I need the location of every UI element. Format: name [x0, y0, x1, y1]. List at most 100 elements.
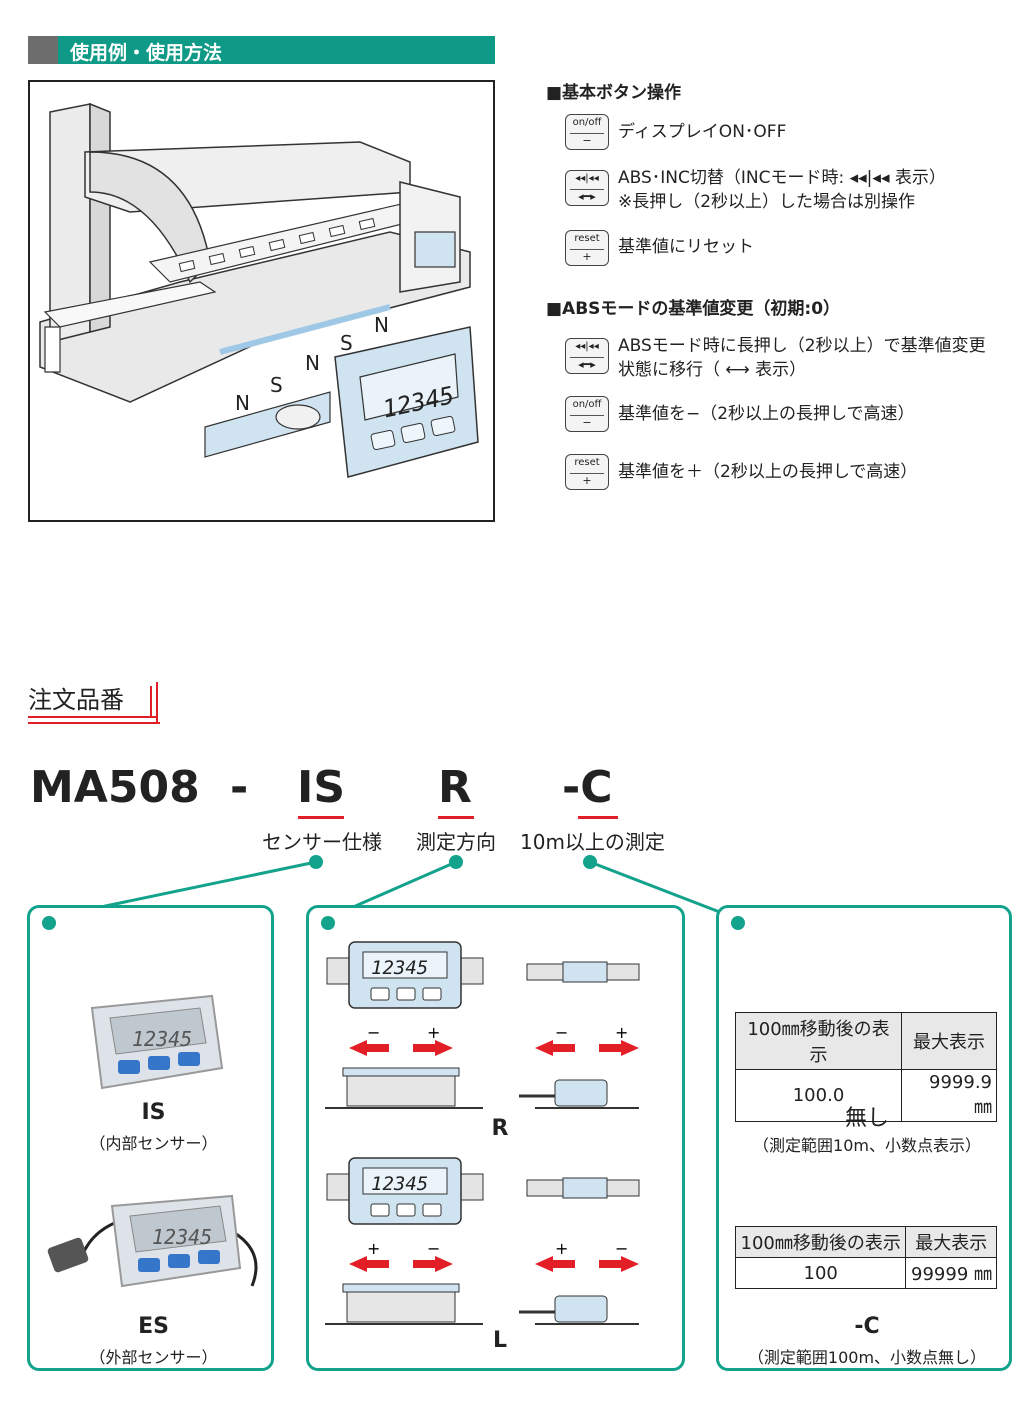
table1-header-2: 最大表示: [901, 1012, 997, 1070]
order-title-text: 注文品番: [28, 686, 124, 714]
absinc-key-icon: ◂◂|◂◂ ◂━▸: [565, 338, 609, 374]
sensor-underline: [298, 816, 344, 819]
c-option-panel: 100㎜移動後の表示 最大表示 100.0 9999.9 ㎜ 無し （測定範囲1…: [716, 905, 1012, 1371]
onoff-key-icon: on/off −: [565, 114, 609, 150]
order-title: 注文品番: [28, 680, 124, 715]
direction-panel: 12345 − + − + R 12345 + − + −: [306, 905, 685, 1371]
c-caption: 10m以上の測定: [520, 830, 665, 854]
model-code: MA508: [30, 762, 200, 813]
sensor-caption: センサー仕様: [262, 830, 382, 854]
spec-table-2: 100㎜移動後の表示 最大表示 100 99999 ㎜: [734, 1226, 997, 1289]
r-minus-2: −: [555, 1023, 568, 1042]
pole-3: N: [305, 351, 320, 375]
opt1-label: 無し: [844, 1106, 889, 1131]
l-plus: +: [367, 1239, 380, 1258]
order-title-bar-1: [150, 686, 152, 718]
abs-ops-title: ■ABSモードの基準値変更（初期:0）: [546, 299, 841, 319]
usage-illustration: N S N S N 12345: [28, 80, 495, 522]
r-direction-diagram: 12345 − + − +: [325, 941, 640, 1109]
basic-op-1-text: ディスプレイON･OFF: [618, 122, 787, 142]
opt2-label: -C: [854, 1314, 880, 1339]
dash: -: [230, 762, 249, 813]
r-label: R: [491, 1116, 509, 1141]
l-plus-2: +: [555, 1239, 568, 1258]
table2-header-2: 最大表示: [905, 1226, 997, 1258]
panel-dot: [321, 916, 335, 930]
order-title-bar-2: [156, 682, 158, 722]
pole-labels: N S N S N: [235, 313, 389, 415]
r-minus: −: [367, 1023, 380, 1042]
abs-op-2-text: 基準値を−（2秒以上の長押しで高速）: [618, 404, 915, 424]
abs-op-1-line-2: 状態に移行（ ⟷ 表示）: [618, 360, 807, 380]
pole-4: S: [340, 331, 353, 355]
abs-op-1-line-1: ABSモード時に長押し（2秒以上）で基準値変更: [618, 336, 986, 356]
key-bot-label: +: [582, 250, 592, 263]
header-square: [28, 36, 58, 64]
panel-dot: [731, 916, 745, 930]
table2-header-1: 100㎜移動後の表示: [734, 1226, 907, 1258]
r-display: 12345: [371, 957, 428, 979]
order-title-underline-2: [28, 722, 160, 724]
abs-op-3-text: 基準値を＋（2秒以上の長押しで高速）: [618, 462, 918, 482]
l-display: 12345: [371, 1173, 428, 1195]
es-code: ES: [138, 1314, 169, 1339]
direction-underline: [438, 816, 474, 819]
sensor-panel: 12345 IS （内部センサー） 12345 ES （外部センサー）: [27, 905, 274, 1371]
table1-value-2: 9999.9 ㎜: [901, 1069, 997, 1122]
key-top-label: ◂◂|◂◂: [575, 173, 599, 184]
panel-dot: [42, 916, 56, 930]
section-header: 使用例・使用方法: [28, 36, 495, 64]
direction-code: R: [438, 762, 472, 813]
key-bot-label: −: [582, 416, 592, 429]
r-plus: +: [427, 1023, 440, 1042]
table1-header-1: 100㎜移動後の表示: [735, 1012, 902, 1070]
pole-5: N: [374, 313, 389, 337]
absinc-key-icon: ◂◂|◂◂ ◂━▸: [565, 170, 609, 206]
key-top-label: on/off: [572, 117, 602, 128]
direction-caption: 測定方向: [416, 830, 496, 854]
table2-value-2: 99999 ㎜: [905, 1257, 997, 1289]
key-top-label: reset: [574, 457, 600, 468]
table1-value-1: 100.0: [735, 1069, 902, 1122]
order-title-underline: [28, 716, 156, 718]
key-bot-label: ◂━▸: [578, 190, 596, 203]
es-product-image: 12345: [47, 1194, 258, 1288]
basic-op-2-line-1: ABS･INC切替（INCモード時: ◂◂|◂◂ 表示）: [618, 168, 946, 188]
c-code: -C: [562, 762, 613, 813]
basic-op-2-text: ABS･INC切替（INCモード時: ◂◂|◂◂ 表示） ※長押し（2秒以上）し…: [618, 166, 946, 214]
key-top-label: ◂◂|◂◂: [575, 341, 599, 352]
reset-key-icon: reset +: [565, 230, 609, 266]
key-top-label: on/off: [572, 399, 602, 410]
l-minus: −: [427, 1239, 440, 1258]
key-bot-label: ◂━▸: [578, 358, 596, 371]
es-display: 12345: [152, 1225, 212, 1249]
abs-op-1-text: ABSモード時に長押し（2秒以上）で基準値変更 状態に移行（ ⟷ 表示）: [618, 334, 986, 382]
opt1-desc: （測定範囲10m、小数点表示）: [753, 1136, 981, 1155]
is-product-image: 12345: [90, 994, 224, 1090]
opt2-desc: （測定範囲100m、小数点無し）: [747, 1348, 987, 1367]
l-minus-2: −: [615, 1239, 628, 1258]
l-direction-diagram: 12345 + − + −: [325, 1157, 640, 1325]
key-bot-label: −: [582, 134, 592, 147]
pole-2: S: [270, 373, 283, 397]
pole-1: N: [235, 391, 250, 415]
key-bot-label: +: [582, 474, 592, 487]
onoff-key-icon: on/off −: [565, 396, 609, 432]
basic-op-3-text: 基準値にリセット: [618, 237, 754, 257]
key-top-label: reset: [574, 233, 600, 244]
basic-ops-title: ■基本ボタン操作: [546, 83, 682, 103]
spec-table-1: 100㎜移動後の表示 最大表示 100.0 9999.9 ㎜: [735, 1012, 997, 1122]
section-title: 使用例・使用方法: [70, 42, 223, 64]
c-underline: [578, 816, 618, 819]
is-code: IS: [141, 1100, 166, 1125]
machine-drawing: N S N S N 12345: [39, 102, 479, 478]
es-desc: （外部センサー）: [89, 1348, 218, 1367]
is-display: 12345: [132, 1027, 192, 1051]
sensor-code: IS: [297, 762, 346, 813]
l-label: L: [492, 1328, 508, 1353]
table2-value-1: 100: [734, 1257, 907, 1289]
basic-op-2-line-2: ※長押し（2秒以上）した場合は別操作: [618, 192, 916, 212]
is-desc: （内部センサー）: [89, 1134, 218, 1153]
reset-key-icon: reset +: [565, 454, 609, 490]
r-plus-2: +: [615, 1023, 628, 1042]
